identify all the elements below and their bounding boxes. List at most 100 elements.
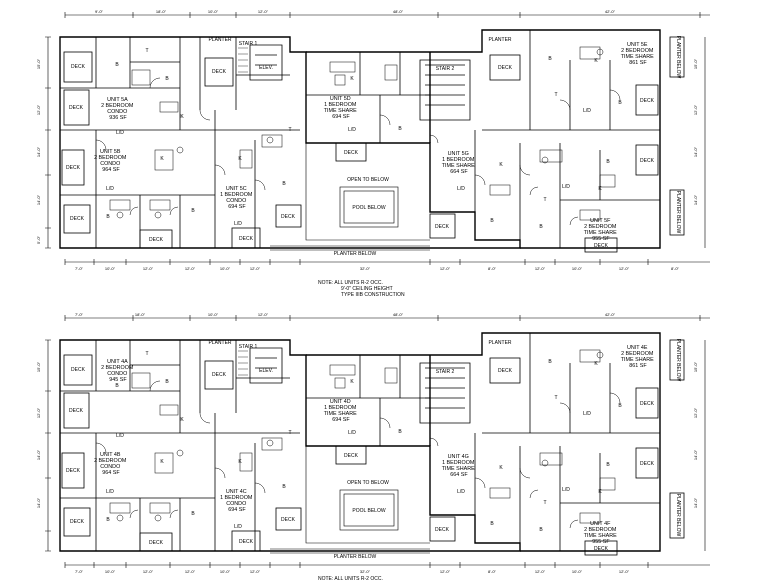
- unit-line: 694 SF: [332, 417, 350, 423]
- unit-line: UNIT 4B: [100, 452, 121, 458]
- dim-label: 12'-0": [250, 266, 261, 271]
- room-label: B: [282, 484, 286, 490]
- deck-label: DECK: [149, 237, 164, 243]
- unit-line: TIME SHARE: [324, 108, 357, 114]
- note-line: NOTE: ALL UNITS R-2 OCC.: [318, 576, 383, 582]
- upper-floor-plan: 9'-0" 18'-0" 10'-0" 12'-0" 48'-0" 42'-0"…: [36, 9, 711, 298]
- dim-label: 12'-0": [185, 569, 196, 574]
- open-to-below-label: OPEN TO BELOW: [347, 480, 389, 486]
- room-label: B: [398, 429, 402, 435]
- dim-label: 10'-0": [220, 266, 231, 271]
- room-label: L/D: [348, 127, 356, 133]
- upper-bottom-dimensions: 7'-0" 10'-0" 12'-0" 12'-0" 10'-0" 12'-0"…: [75, 266, 680, 271]
- dim-label: 12'-0": [36, 407, 41, 418]
- unit-line: TIME SHARE: [621, 357, 654, 363]
- unit-line: 694 SF: [228, 507, 246, 513]
- room-label: B: [618, 403, 622, 409]
- dim-label: 15'-0": [36, 58, 41, 69]
- lower-notes: NOTE: ALL UNITS R-2 OCC.: [318, 576, 383, 582]
- unit-line: 945 SF: [109, 377, 127, 383]
- room-label: T: [543, 500, 546, 506]
- dim-label: 14'-0": [36, 194, 41, 205]
- planter-below-label: PLANTER BELOW: [675, 191, 681, 234]
- unit-line: TIME SHARE: [621, 54, 654, 60]
- unit-4e-tag: UNIT 4E 2 BEDROOM TIME SHARE 861 SF: [621, 345, 655, 369]
- dim-label: 10'-0": [572, 569, 583, 574]
- deck-label: DECK: [66, 468, 81, 474]
- dim-label: 7'-0": [75, 266, 84, 271]
- unit-line: 2 BEDROOM: [621, 351, 654, 357]
- unit-5a-tag: UNIT 5A 2 BEDROOM CONDO 936 SF: [101, 97, 135, 121]
- room-label: L/D: [116, 433, 124, 439]
- unit-line: 694 SF: [228, 204, 246, 210]
- unit-line: 1 BEDROOM: [324, 405, 357, 411]
- unit-line: 1 BEDROOM: [220, 495, 253, 501]
- room-label: K: [160, 156, 164, 162]
- unit-line: UNIT 5C: [226, 186, 247, 192]
- unit-line: UNIT 5E: [627, 42, 648, 48]
- note-line: 9'-0" CEILING HEIGHT: [341, 286, 393, 292]
- room-label: B: [548, 56, 552, 62]
- room-label: B: [191, 208, 195, 214]
- planter-below-label: PLANTER BELOW: [334, 251, 377, 257]
- dim-label: 18'-0": [156, 9, 167, 14]
- unit-5f-tag: UNIT 5F 2 BEDROOM TIME SHARE 955 SF: [584, 218, 618, 242]
- unit-line: UNIT 4G: [448, 454, 469, 460]
- room-label: K: [598, 489, 602, 495]
- dim-label: 12'-0": [693, 407, 698, 418]
- deck-label: DECK: [69, 105, 84, 111]
- room-label: T: [288, 430, 291, 436]
- unit-line: 964 SF: [102, 167, 120, 173]
- dim-label: 8'-0": [488, 266, 497, 271]
- unit-line: TIME SHARE: [442, 163, 475, 169]
- unit-5g-tag: UNIT 5G 1 BEDROOM TIME SHARE 664 SF: [442, 151, 476, 175]
- room-label: L/D: [562, 184, 570, 190]
- room-label: K: [499, 465, 503, 471]
- room-label: K: [160, 459, 164, 465]
- unit-line: 2 BEDROOM: [584, 224, 617, 230]
- unit-line: 2 BEDROOM: [94, 155, 127, 161]
- planter-label: PLANTER: [208, 37, 231, 43]
- room-label: K: [238, 156, 242, 162]
- dim-label: 18'-0": [135, 312, 146, 317]
- upper-room-labels: T B B K L/D K B B L/D K B L/D T K B L/D …: [106, 48, 622, 230]
- room-label: B: [618, 100, 622, 106]
- room-label: K: [594, 58, 598, 64]
- room-label: B: [191, 511, 195, 517]
- dim-label: 14'-0": [36, 449, 41, 460]
- planter-below-label: PLANTER BELOW: [334, 554, 377, 560]
- deck-label: DECK: [71, 367, 86, 373]
- deck-label: DECK: [498, 368, 513, 374]
- room-label: B: [106, 517, 110, 523]
- deck-label: DECK: [212, 372, 227, 378]
- dim-label: 14'-0": [36, 146, 41, 157]
- room-label: L/D: [348, 430, 356, 436]
- unit-line: 861 SF: [629, 363, 647, 369]
- deck-label: DECK: [71, 64, 86, 70]
- room-label: B: [490, 521, 494, 527]
- dim-label: 5'-0": [36, 235, 41, 244]
- room-label: B: [165, 76, 169, 82]
- lower-bottom-dimensions: 7'-0" 10'-0" 12'-0" 12'-0" 10'-0" 12'-0"…: [75, 569, 630, 574]
- room-label: L/D: [116, 130, 124, 136]
- dim-label: 7'-0": [75, 312, 84, 317]
- deck-label: DECK: [640, 401, 655, 407]
- deck-label: DECK: [498, 65, 513, 71]
- room-label: B: [539, 527, 543, 533]
- room-label: T: [554, 92, 557, 98]
- unit-line: 2 BEDROOM: [621, 48, 654, 54]
- room-label: B: [282, 181, 286, 187]
- unit-line: UNIT 4D: [330, 399, 351, 405]
- dim-label: 15'-0": [693, 58, 698, 69]
- unit-line: 1 BEDROOM: [442, 157, 475, 163]
- dim-label: 14'-0": [693, 146, 698, 157]
- unit-line: 2 BEDROOM: [584, 527, 617, 533]
- deck-label: DECK: [149, 540, 164, 546]
- deck-label: DECK: [69, 408, 84, 414]
- room-label: L/D: [583, 108, 591, 114]
- elevator-label: ELEV.: [259, 368, 273, 374]
- unit-4a-tag: UNIT 4A 2 BEDROOM CONDO 945 SF: [101, 359, 135, 383]
- dim-label: 12'-0": [619, 569, 630, 574]
- dim-label: 12'-0": [440, 569, 451, 574]
- room-label: T: [554, 395, 557, 401]
